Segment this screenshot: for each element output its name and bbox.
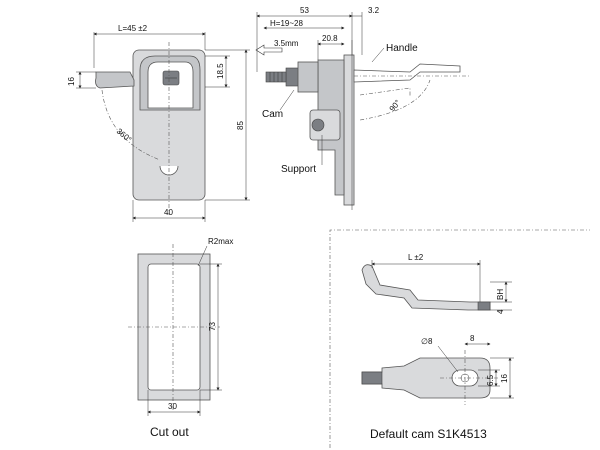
dim-width-top: L=45 ±2 (118, 24, 148, 33)
dim-slot: 6.5 (486, 374, 495, 386)
dim-h-range: H=19~28 (270, 19, 303, 28)
default-cam-view: L ±2 BH 4 ∅8 8 6.5 16 Default cam S1K451… (361, 253, 514, 441)
dim-thickness: 4 (496, 309, 505, 314)
cutout-view: R2max 73 30 Cut out (128, 237, 233, 439)
dim-radius: R2max (208, 237, 233, 246)
dim-offset-right: 3.2 (368, 6, 380, 15)
dim-hole: ∅8 (421, 337, 433, 346)
cam-side (95, 71, 135, 89)
dim-offset: 18.5 (216, 63, 225, 79)
cam-top-view (361, 357, 491, 399)
dim-cutout-height: 73 (208, 322, 217, 331)
section-divider (329, 229, 590, 448)
cutout-caption: Cut out (150, 425, 189, 439)
stroke-arrow (255, 44, 283, 56)
handle (353, 63, 461, 83)
dim-cam-width: 16 (500, 374, 509, 383)
support-block (309, 109, 341, 141)
cam-profile (361, 264, 491, 311)
dim-depth: 16 (67, 77, 76, 86)
rotation-label: 360° (115, 127, 133, 145)
front-view: 360° L=45 ±2 16 18.5 85 40 (67, 24, 250, 222)
side-view: 90° 3.5mm 53 3.2 H=19~28 20.8 Handle Cam… (255, 6, 470, 210)
stroke-label: 3.5mm (274, 39, 299, 48)
dim-height-total: 85 (236, 121, 245, 130)
cam-caption: Default cam S1K4513 (370, 427, 487, 441)
dim-depth-side: 20.8 (322, 34, 338, 43)
dim-cam-length: L ±2 (408, 253, 424, 262)
dim-total-length: 53 (300, 6, 309, 15)
threaded-stud (265, 71, 287, 83)
support-screw (311, 118, 325, 132)
panel-plate (343, 54, 355, 206)
dim-width-bottom: 40 (164, 208, 173, 217)
dim-hole-offset: 8 (470, 334, 475, 343)
label-cam: Cam (262, 109, 283, 120)
cam-body (297, 61, 319, 93)
dim-cutout-width: 30 (168, 402, 177, 411)
angle-label: 90° (388, 98, 403, 113)
dim-bh: BH (496, 289, 505, 300)
label-support: Support (281, 164, 316, 175)
label-handle: Handle (386, 43, 418, 54)
